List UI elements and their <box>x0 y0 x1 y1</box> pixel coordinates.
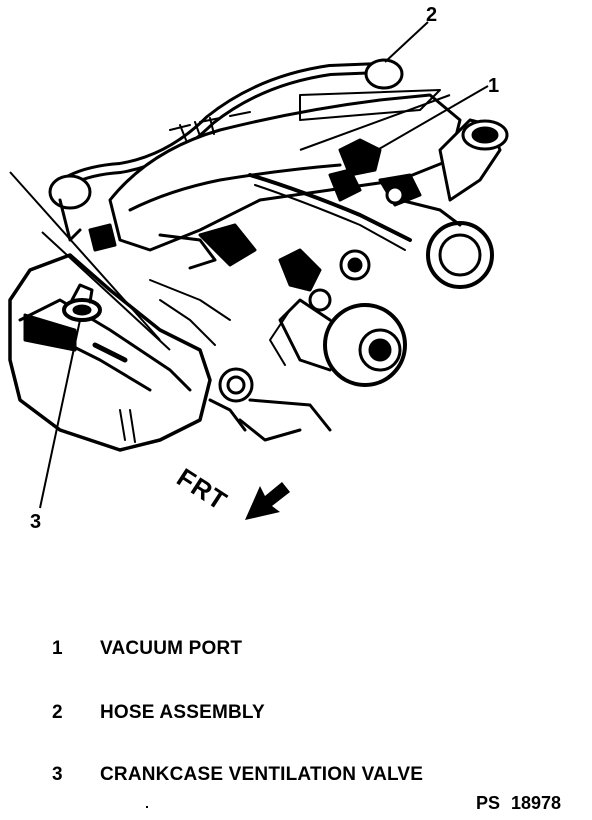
leader-line-3 <box>39 319 81 509</box>
intake-plenum <box>108 89 462 252</box>
callout-1: 1 <box>488 75 500 97</box>
legend-number: 1 <box>52 638 63 659</box>
engine-details <box>88 223 322 346</box>
legend-number: 3 <box>52 764 63 785</box>
legend-label: HOSE ASSEMBLY <box>100 702 265 723</box>
legend-label: CRANKCASE VENTILATION VALVE <box>100 764 424 785</box>
leader-line-1 <box>359 85 489 161</box>
scan-speck <box>146 806 148 808</box>
legend-item: 2 HOSE ASSEMBLY <box>0 702 592 728</box>
callout-2: 2 <box>426 4 438 26</box>
throttle-body <box>398 118 509 289</box>
fuel-rail <box>158 173 412 270</box>
callout-3: 3 <box>30 511 42 533</box>
legend-label: VACUUM PORT <box>100 638 243 659</box>
section-line-a <box>9 171 161 341</box>
front-direction-arrow <box>245 482 290 520</box>
idler-pulleys <box>208 249 371 442</box>
engine-pcv-illustration <box>8 21 509 520</box>
hose-assembly <box>48 58 404 242</box>
alternator <box>269 298 407 387</box>
section-line-c <box>299 94 451 151</box>
section-line-b <box>41 231 171 351</box>
legend-item: 1 VACUUM PORT <box>0 638 592 664</box>
figure-reference: PS 18978 <box>476 793 562 813</box>
vacuum-port <box>328 138 422 207</box>
pcv-valve <box>62 283 102 322</box>
leader-line-2 <box>384 21 429 63</box>
valve-cover <box>8 253 212 452</box>
legend-item: 3 CRANKCASE VENTILATION VALVE <box>0 764 592 790</box>
legend-number: 2 <box>52 702 63 723</box>
